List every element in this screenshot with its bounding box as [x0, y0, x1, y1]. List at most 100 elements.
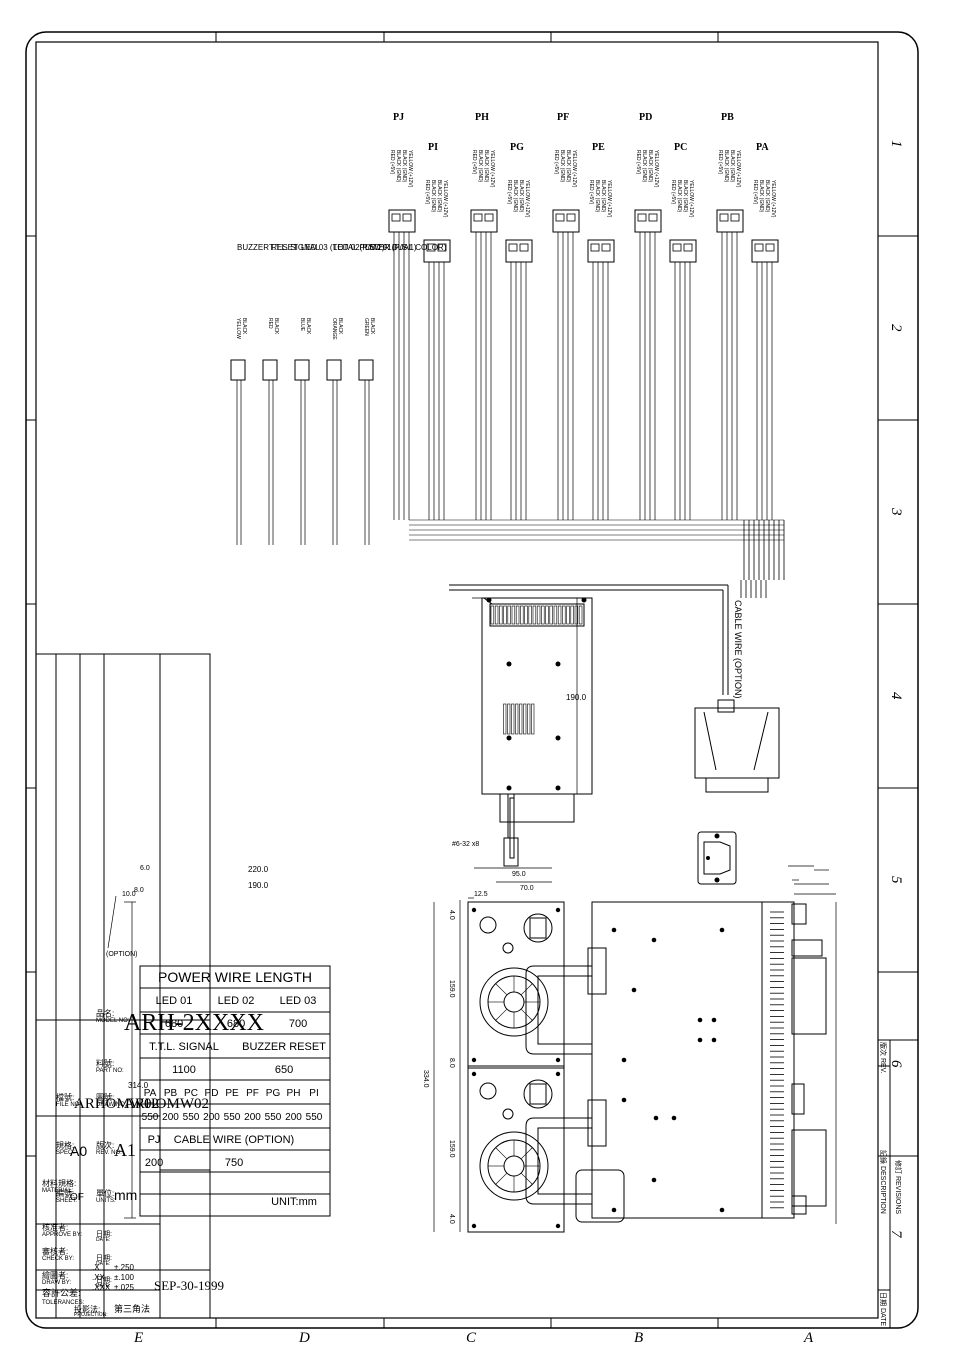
draw-en: DRAW BY: — [42, 1280, 71, 1286]
wire-unit: UNIT:mm — [271, 1196, 317, 1208]
mat-cn: 材料規格: — [42, 1178, 76, 1188]
date2-en: DATE: — [96, 1261, 110, 1267]
connector-PJ-color-1: BLACK (GND) — [401, 150, 407, 183]
connector-PG-color-2: BLACK (GND) — [512, 180, 518, 213]
top-vent-6 — [553, 605, 558, 625]
connector-PG-color-1: BLACK (GND) — [518, 180, 524, 213]
connector-PD-color-0: YELLOW (+12V) — [653, 150, 659, 188]
connector-pin-PJ-a — [402, 213, 412, 222]
fileno-en: FILE NO: — [56, 1102, 81, 1108]
r3h-7: PH — [287, 1088, 301, 1099]
connector-label-PE: PE — [592, 142, 605, 153]
connector-PI-color-3: RED (+5V) — [424, 180, 430, 205]
connector-PD-color-3: RED (+5V) — [635, 150, 641, 175]
outer-border — [25, 31, 919, 1329]
top-vent-19 — [499, 605, 503, 625]
connector-PB-color-1: BLACK (GND) — [729, 150, 735, 183]
inner-border — [35, 41, 879, 1319]
drawno-cn: 圖號: — [96, 1092, 114, 1102]
dim-314: 314.0 — [128, 1081, 149, 1090]
drawno-v: ARHOMW02 — [124, 1096, 209, 1112]
side-screw-10 — [631, 987, 637, 993]
rev-title: 修訂 REVISIONS — [894, 1160, 903, 1214]
side-screw-11 — [621, 1057, 627, 1063]
signal-1-color-0: BLACK — [337, 318, 343, 335]
tol-x: .X — [92, 1263, 100, 1272]
r1v-1: 680 — [227, 1018, 245, 1030]
connector-PC-color-1: BLACK (GND) — [682, 180, 688, 213]
r1h-1: LED 02 — [218, 995, 255, 1007]
connector-PG — [505, 239, 533, 263]
connector-PH — [470, 209, 498, 233]
top-vent-8 — [545, 605, 549, 625]
proj-cn: 投影法: — [74, 1304, 100, 1314]
connector-PB-color-0: YELLOW (+12V) — [735, 150, 741, 188]
tol-xx-v: ±.100 — [114, 1273, 135, 1282]
connector-pin-PI-a — [437, 243, 447, 252]
top-vent-13 — [524, 605, 528, 625]
r2h-0: T.T.L. SIGNAL — [149, 1041, 219, 1053]
part-en: PART NO: — [96, 1068, 124, 1074]
side-screw-14 — [651, 1177, 657, 1183]
connector-PE-color-2: BLACK (GND) — [594, 180, 600, 213]
revisions-text: 修訂 REVISIONS 版次 REV. 記錄 DESCRIPTION 日期 D… — [879, 1042, 903, 1326]
zone-label-C: C — [466, 1330, 477, 1346]
model-en: MODEL NO: — [96, 1018, 130, 1024]
rev-v: A1 — [114, 1140, 136, 1160]
top-slot-2 — [523, 703, 527, 735]
connector-PC-color-0: YELLOW (+12V) — [688, 180, 694, 218]
r3v-8: 550 — [306, 1112, 323, 1123]
dim-314-line — [124, 901, 136, 1219]
dim-top-190: 190.0 — [566, 693, 587, 702]
front-screw-0 — [555, 907, 561, 913]
mat-en: MATERIAL: — [42, 1188, 74, 1194]
connector-PC-color-2: BLACK (GND) — [676, 180, 682, 213]
tol-xx: .XX — [92, 1273, 106, 1282]
dim-10: 10.0 — [122, 891, 136, 898]
r3v-1: 200 — [162, 1112, 179, 1123]
side-screw-1 — [611, 927, 617, 933]
r3v-7: 200 — [285, 1112, 302, 1123]
sheet-v: OF — [70, 1192, 84, 1203]
r1v-0: 680 — [165, 1018, 183, 1030]
connector-PA-color-2: BLACK (GND) — [758, 180, 764, 213]
connector-pin-PH-b — [473, 213, 483, 222]
zone-label-1: 1 — [888, 140, 904, 148]
connector-pin-PF-a — [566, 213, 576, 222]
zone-label-D: D — [298, 1330, 310, 1346]
psu-top-details — [486, 597, 587, 791]
r3v-2: 550 — [183, 1112, 200, 1123]
rev-col: 版次 REV. — [879, 1042, 888, 1074]
zone-label-2: 2 — [888, 324, 904, 332]
top-vent-15 — [515, 605, 520, 625]
side-screw-6 — [671, 1115, 677, 1121]
connector-label-PA: PA — [756, 142, 769, 153]
signal-4-color-0: BLACK — [241, 318, 247, 335]
top-vent-20 — [494, 605, 499, 625]
connector-PI-color-0: YELLOW (+12V) — [442, 180, 448, 218]
signal-4-color-1: YELLOW — [235, 318, 241, 339]
top-vent-14 — [520, 605, 524, 625]
psu-side-view — [525, 901, 827, 1223]
connector-PB — [716, 209, 744, 233]
top-screw-6 — [555, 785, 561, 791]
connector-pin-PI-b — [426, 243, 436, 252]
connector-pin-PJ-b — [391, 213, 401, 222]
connector-PE — [587, 239, 615, 263]
connector-pin-PH-a — [484, 213, 494, 222]
side-screw-4 — [697, 1037, 703, 1043]
top-vent-7 — [549, 605, 553, 625]
signal-connector-0 — [358, 359, 374, 381]
r2v-0: 1100 — [172, 1064, 196, 1076]
connector-pin-PB-a — [730, 213, 740, 222]
top-vent-9 — [541, 605, 545, 625]
zone-label-7: 7 — [888, 1230, 904, 1239]
psu-front-view — [467, 901, 565, 1233]
connector-PI — [423, 239, 451, 263]
fan-blade-0-3 — [495, 983, 508, 996]
fan-blade-0-1 — [495, 1008, 508, 1021]
r3h-5: PF — [246, 1088, 259, 1099]
signal-3-color-0: BLACK — [273, 318, 279, 335]
